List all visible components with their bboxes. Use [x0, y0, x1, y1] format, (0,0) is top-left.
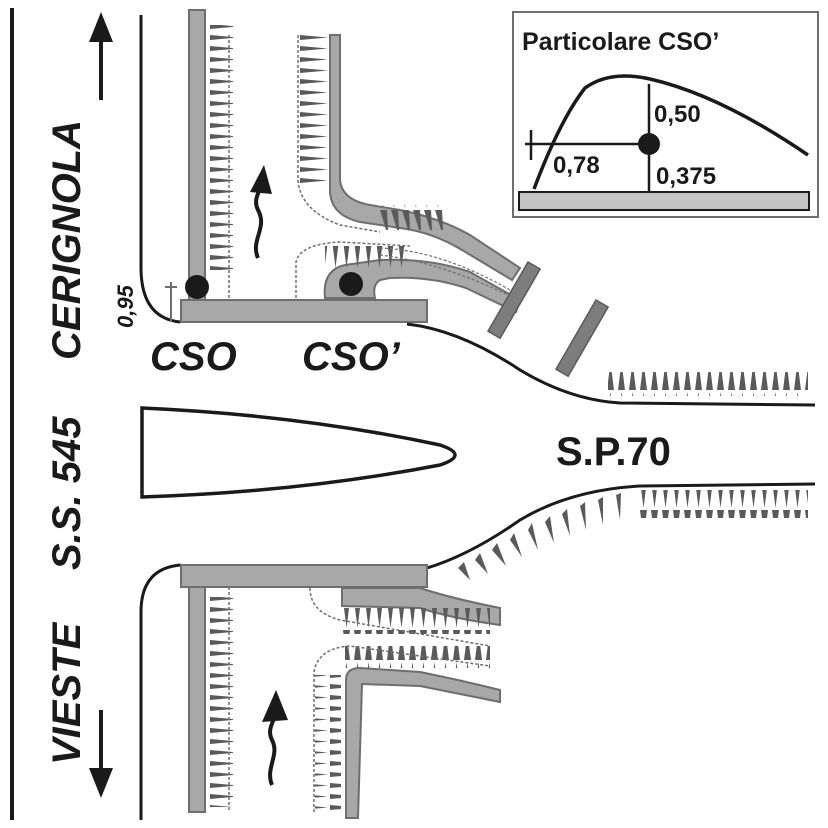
curb-base-bottom [180, 564, 428, 588]
arrow-down-icon [89, 710, 113, 798]
inset-value-050: 0,50 [654, 101, 701, 128]
inset-value-078: 0,78 [553, 152, 600, 179]
inset-marker [638, 133, 660, 155]
wavy-arrow-up-icon [250, 165, 272, 259]
road-edge-top [139, 15, 181, 324]
curb-island-bottom-lower [345, 666, 501, 819]
inset-value-0375: 0,375 [656, 163, 716, 190]
gate-bar-1 [486, 260, 542, 340]
label-cso: CSO [150, 335, 237, 379]
comb-hatch-bottom-lower-h [345, 646, 490, 668]
gate-bar-2 [554, 298, 610, 378]
comb-hatch-sp70-bottom [458, 490, 808, 580]
curb-vertical-left-bottom [188, 586, 206, 813]
curb-vertical-left-top [188, 9, 206, 301]
comb-hatch-island-bottom [376, 205, 446, 230]
label-ss545: S.S. 545 [45, 416, 89, 570]
comb-hatch-bottom-upper [340, 608, 490, 634]
inset-curve [532, 74, 809, 190]
inset-detail: Particolare CSO’ 0,50 0,78 0,375 [512, 11, 819, 218]
marker-cso-prime [339, 272, 363, 296]
label-vieste: VIESTE [45, 621, 89, 765]
label-sp70: S.P.70 [556, 430, 671, 474]
curb-island-top [329, 34, 522, 282]
comb-hatch-sp70-top [608, 372, 808, 396]
label-cerignola: CERIGNOLA [45, 120, 89, 360]
traffic-island [140, 406, 457, 499]
road-edge-bottom [139, 563, 182, 820]
road-edge-sp70-bottom [426, 482, 816, 570]
road-edge-sp70-top [406, 322, 816, 407]
dim-tick [165, 282, 177, 322]
marker-cso [185, 275, 209, 299]
inset-title: Particolare CSO’ [522, 28, 719, 56]
comb-hatch-island-top [300, 35, 328, 185]
label-cso-prime: CSO’ [302, 335, 401, 379]
inset-curb [518, 191, 810, 211]
wavy-arrow-up-icon-bottom [262, 690, 288, 786]
comb-hatch-inner-top [325, 246, 410, 268]
arrow-up-icon [89, 12, 113, 100]
dim-095: 0,95 [113, 284, 138, 328]
curb-base-top [180, 299, 428, 323]
comb-hatch-bottom-lower-v [315, 675, 341, 810]
